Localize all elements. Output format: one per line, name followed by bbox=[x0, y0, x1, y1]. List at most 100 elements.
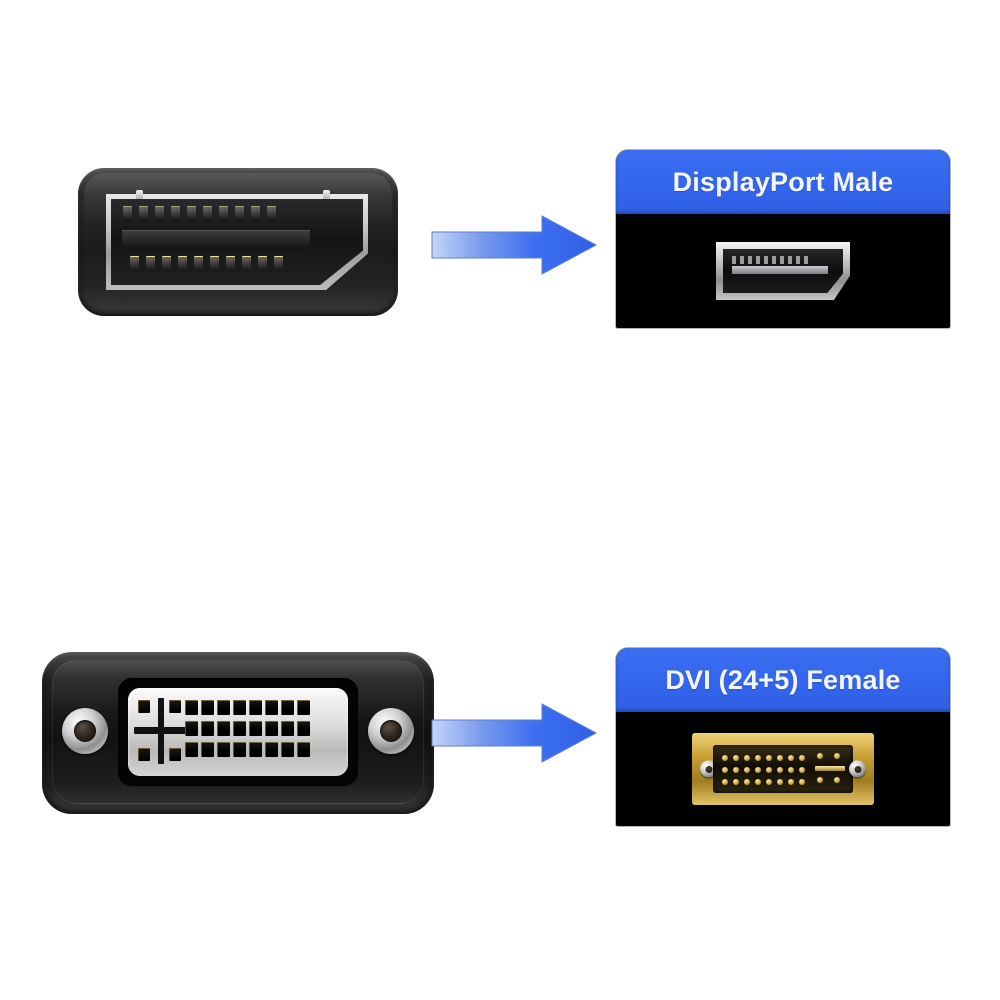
dvi-analog-pin-group bbox=[134, 698, 186, 764]
displayport-contact-row-bottom bbox=[130, 256, 283, 271]
dvi-inset-pin bbox=[722, 767, 728, 773]
dvi-inset-pin bbox=[733, 767, 739, 773]
dvi-digital-pin-grid bbox=[184, 697, 312, 760]
dvi-inset-analog-group bbox=[815, 753, 847, 785]
displayport-contact bbox=[267, 206, 276, 221]
dvi-pin-hole bbox=[217, 742, 230, 757]
dvi-pin-hole bbox=[265, 742, 278, 757]
callout-panel-displayport: DisplayPort Male bbox=[616, 150, 950, 328]
dvi-thumbscrew-left bbox=[62, 708, 108, 754]
displayport-contact bbox=[235, 206, 244, 221]
dvi-pin-hole bbox=[185, 721, 198, 736]
displayport-inset-pin bbox=[796, 256, 800, 264]
dvi-pin-hole bbox=[249, 721, 262, 736]
dvi-pin-hole bbox=[297, 742, 310, 757]
displayport-inset-pin bbox=[756, 256, 760, 264]
dvi-inset-pin bbox=[799, 779, 805, 785]
dvi-pin-hole bbox=[249, 742, 262, 757]
displayport-contact bbox=[251, 206, 260, 221]
dvi-inset-analog-pin bbox=[817, 753, 823, 759]
dvi-analog-blade-vertical bbox=[158, 698, 164, 764]
displayport-contact bbox=[146, 256, 155, 271]
displayport-plug-inset-image bbox=[716, 242, 850, 300]
dvi-pin-hole bbox=[201, 742, 214, 757]
displayport-contact bbox=[187, 206, 196, 221]
dvi-pin-hole bbox=[217, 721, 230, 736]
dvi-inset-digital-grid bbox=[720, 752, 808, 788]
dvi-thumbscrew-right bbox=[368, 708, 414, 754]
dvi-pin-hole bbox=[233, 721, 246, 736]
displayport-contact bbox=[242, 256, 251, 271]
displayport-inset-pin bbox=[780, 256, 784, 264]
dvi-inset-pin bbox=[788, 755, 794, 761]
dvi-analog-hole bbox=[169, 748, 181, 761]
dvi-analog-hole bbox=[138, 700, 150, 713]
dvi-inset-pin bbox=[744, 755, 750, 761]
dvi-pin-hole bbox=[281, 721, 294, 736]
displayport-male-connector-photo bbox=[78, 168, 398, 316]
dvi-inset-screw-left bbox=[700, 760, 717, 778]
arrow-right-icon bbox=[431, 703, 598, 763]
displayport-inset-pin bbox=[748, 256, 752, 264]
dvi-pin-hole bbox=[185, 742, 198, 757]
displayport-inset-pin bbox=[740, 256, 744, 264]
displayport-contact-row-top bbox=[123, 206, 276, 221]
displayport-contact bbox=[194, 256, 203, 271]
callout-panel-displayport-header: DisplayPort Male bbox=[616, 150, 950, 214]
dvi-pin-hole bbox=[265, 721, 278, 736]
dvi-inset-pin bbox=[722, 779, 728, 785]
displayport-contact bbox=[178, 256, 187, 271]
dvi-pin-hole bbox=[281, 700, 294, 715]
dvi-female-connector-photo bbox=[42, 652, 434, 814]
callout-panel-dvi-title: DVI (24+5) Female bbox=[665, 664, 901, 695]
callout-panel-dvi-body bbox=[616, 712, 950, 826]
dvi-inset-pin bbox=[755, 779, 761, 785]
dvi-pin-hole bbox=[233, 700, 246, 715]
arrow-right-icon bbox=[431, 215, 598, 275]
displayport-inset-pin bbox=[788, 256, 792, 264]
dvi-pin-hole bbox=[297, 721, 310, 736]
dvi-inset-analog-pin bbox=[834, 777, 840, 783]
dvi-analog-hole bbox=[169, 700, 181, 713]
displayport-contact bbox=[155, 206, 164, 221]
dvi-inset-pin bbox=[777, 767, 783, 773]
displayport-contact bbox=[203, 206, 212, 221]
displayport-inset-pin bbox=[764, 256, 768, 264]
dvi-pin-hole bbox=[265, 700, 278, 715]
dvi-plug-inset-image bbox=[692, 733, 874, 805]
callout-panel-displayport-title: DisplayPort Male bbox=[672, 166, 894, 197]
displayport-latch-tab-right bbox=[323, 190, 330, 199]
dvi-inset-pin bbox=[777, 755, 783, 761]
callout-panel-dvi: DVI (24+5) Female bbox=[616, 648, 950, 826]
dvi-inset-analog-pin bbox=[834, 753, 840, 759]
dvi-inset-screw-right bbox=[849, 760, 866, 778]
displayport-contact bbox=[130, 256, 139, 271]
dvi-pin-hole bbox=[233, 742, 246, 757]
displayport-inset-pin bbox=[772, 256, 776, 264]
displayport-contact bbox=[226, 256, 235, 271]
dvi-inset-pin bbox=[799, 767, 805, 773]
displayport-contact bbox=[258, 256, 267, 271]
dvi-inset-pin bbox=[788, 767, 794, 773]
dvi-inset-pin bbox=[755, 755, 761, 761]
dvi-inset-pin bbox=[744, 779, 750, 785]
displayport-inset-center-bar bbox=[732, 266, 828, 274]
dvi-pin-hole bbox=[201, 700, 214, 715]
displayport-contact bbox=[123, 206, 132, 221]
dvi-inset-pin bbox=[755, 767, 761, 773]
displayport-center-bar bbox=[122, 230, 310, 249]
displayport-contact bbox=[171, 206, 180, 221]
dvi-inset-pin bbox=[788, 779, 794, 785]
dvi-inset-pin bbox=[722, 755, 728, 761]
dvi-pin-hole bbox=[185, 700, 198, 715]
displayport-contact bbox=[274, 256, 283, 271]
dvi-inset-pin bbox=[744, 767, 750, 773]
dvi-pin-hole bbox=[297, 700, 310, 715]
dvi-inset-pin bbox=[733, 755, 739, 761]
callout-panel-dvi-header: DVI (24+5) Female bbox=[616, 648, 950, 712]
dvi-pin-hole bbox=[201, 721, 214, 736]
displayport-contact bbox=[210, 256, 219, 271]
dvi-pin-hole bbox=[249, 700, 262, 715]
dvi-analog-hole bbox=[138, 748, 150, 761]
